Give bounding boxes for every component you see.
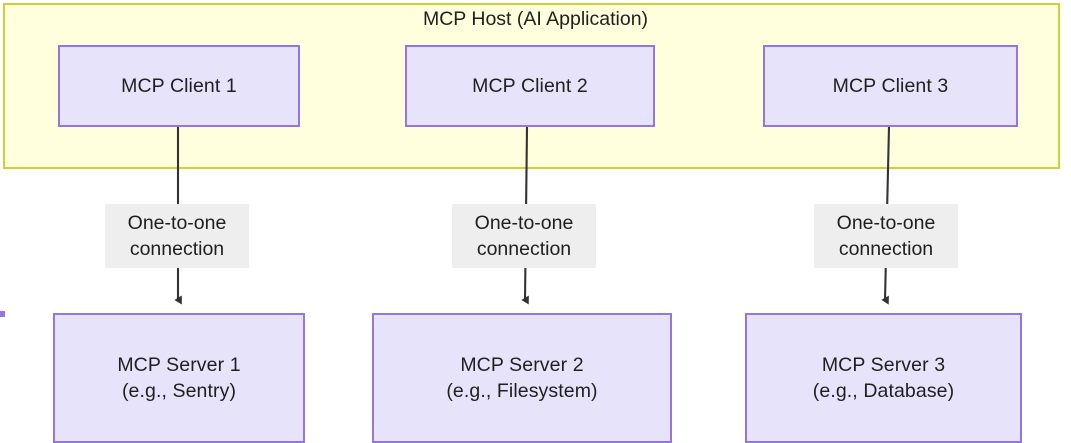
node-mcp-client-3[interactable]: MCP Client 3 <box>763 45 1018 127</box>
edge-label-connection-2-line1: One-to-one <box>474 212 574 234</box>
node-mcp-server-2-title: MCP Server 2 <box>460 354 584 376</box>
clipped-node-marker <box>0 311 5 317</box>
node-mcp-server-1-title: MCP Server 1 <box>117 354 241 376</box>
node-mcp-server-3-subtitle: (e.g., Database) <box>812 380 955 402</box>
edge-label-connection-1-line2: connection <box>129 238 225 260</box>
edge-label-connection-1-line1: One-to-one <box>127 212 227 234</box>
node-mcp-client-1[interactable]: MCP Client 1 <box>58 45 300 127</box>
node-mcp-server-2[interactable]: MCP Server 2 (e.g., Filesystem) <box>372 313 672 443</box>
node-mcp-server-2-subtitle: (e.g., Filesystem) <box>446 380 598 402</box>
edge-label-connection-3-line1: One-to-one <box>836 212 936 234</box>
node-mcp-server-1[interactable]: MCP Server 1 (e.g., Sentry) <box>53 313 305 443</box>
mcp-host-title: MCP Host (AI Application) <box>422 8 649 30</box>
node-mcp-server-3-title: MCP Server 3 <box>821 354 946 376</box>
node-mcp-server-1-subtitle: (e.g., Sentry) <box>121 380 237 402</box>
node-mcp-client-2-label: MCP Client 2 <box>472 75 588 97</box>
edge-label-connection-3: One-to-one connection <box>814 204 958 268</box>
edge-label-connection-3-line2: connection <box>838 238 934 260</box>
edge-label-connection-1: One-to-one connection <box>105 204 249 268</box>
node-mcp-server-3[interactable]: MCP Server 3 (e.g., Database) <box>745 313 1022 443</box>
node-mcp-client-3-label: MCP Client 3 <box>832 75 949 97</box>
edge-label-connection-2: One-to-one connection <box>452 204 596 268</box>
node-mcp-client-2[interactable]: MCP Client 2 <box>405 45 655 127</box>
edge-label-connection-2-line2: connection <box>476 238 572 260</box>
node-mcp-client-1-label: MCP Client 1 <box>121 75 237 97</box>
